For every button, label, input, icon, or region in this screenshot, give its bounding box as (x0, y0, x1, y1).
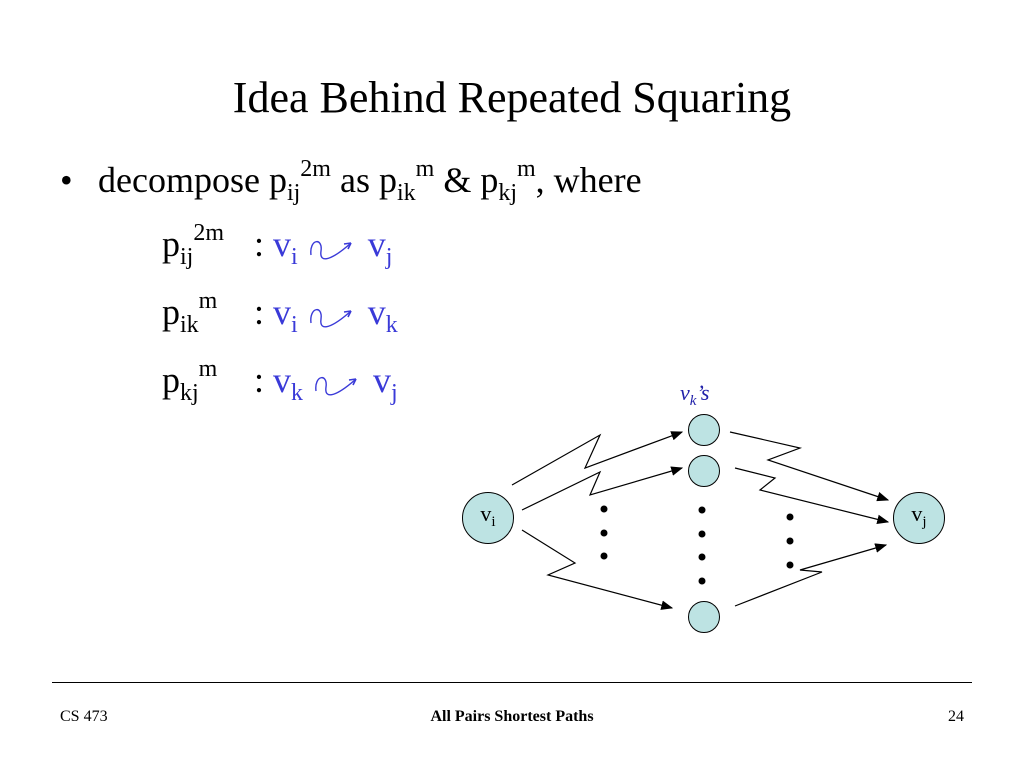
definition-pik: pikm: vi vk (162, 288, 398, 337)
path-squiggle-arrow-icon (315, 376, 357, 396)
ellipsis-dot (786, 513, 794, 521)
def-colon: : (254, 292, 265, 332)
def-colon: : (254, 224, 265, 264)
slide-title: Idea Behind Repeated Squaring (232, 73, 792, 122)
def-colon: : (254, 360, 265, 400)
bullet-sup-m2: m (517, 156, 536, 182)
path-squiggle-arrow-icon (309, 240, 352, 260)
edge-top-to-vj (729, 431, 890, 502)
definition-pij: pij2m: vi vj (162, 220, 392, 269)
node-vi: vi (462, 492, 514, 544)
edge-vi-to-top (511, 431, 684, 486)
footer-rule (52, 682, 972, 683)
ellipsis-dot (698, 577, 706, 585)
def-to-v: v (367, 292, 386, 332)
footer-topic: All Pairs Shortest Paths (430, 708, 594, 725)
bullet-text-4: , where (535, 160, 642, 200)
def-p-letter: p (162, 224, 180, 264)
def-from-v: v (273, 292, 292, 332)
def-to-sub: j (385, 244, 393, 270)
intermediate-node (688, 455, 720, 487)
ellipsis-dot (786, 537, 794, 545)
ellipsis-dot (600, 552, 608, 560)
bullet-sub-ik: ik (396, 180, 416, 206)
edge-second-to-vj (734, 467, 890, 525)
bullet-glyph: • (60, 160, 73, 200)
def-p-sub: kj (180, 380, 199, 406)
node-vj: vj (893, 492, 945, 544)
intermediate-node (688, 601, 720, 633)
bullet-text-1: decompose p (98, 160, 287, 200)
bullet-sup-m: m (415, 156, 435, 182)
bullet-line: •decompose pij2m as pikm & pkjm, where (60, 156, 642, 205)
ellipsis-dot (698, 506, 706, 514)
definition-pkj: pkjm: vk vj (162, 356, 398, 405)
def-p-letter: p (162, 360, 180, 400)
def-from-sub: i (291, 244, 298, 270)
def-p-sup: m (198, 288, 218, 314)
def-to-v: v (367, 224, 386, 264)
def-from-v: v (273, 360, 292, 400)
def-from-sub: k (291, 380, 304, 406)
edge-vi-to-bottom (521, 529, 674, 610)
intermediate-node (688, 414, 720, 446)
ellipsis-dot (698, 530, 706, 538)
def-from-v: v (273, 224, 292, 264)
ellipsis-dot (698, 553, 706, 561)
ellipsis-dot (600, 529, 608, 537)
def-from-sub: i (291, 312, 298, 338)
def-p-sub: ik (180, 312, 199, 338)
bullet-text-2: as p (330, 160, 397, 200)
bullet-text-3: & p (434, 160, 499, 200)
def-p-letter: p (162, 292, 180, 332)
vk-set-label: vk’s (680, 380, 710, 409)
bullet-sub-kj: kj (498, 180, 517, 206)
def-p-sup: 2m (193, 220, 225, 246)
footer-course: CS 473 (60, 708, 108, 725)
ellipsis-dot (786, 561, 794, 569)
def-p-sub: ij (180, 244, 194, 270)
bullet-sub-ij: ij (286, 180, 301, 206)
def-to-sub: k (385, 312, 398, 338)
path-squiggle-arrow-icon (309, 308, 352, 328)
footer-page-number: 24 (948, 708, 964, 725)
def-p-sup: m (198, 356, 218, 382)
edge-vi-to-second (521, 466, 684, 511)
ellipsis-dot (600, 505, 608, 513)
def-to-sub: j (391, 380, 398, 406)
bullet-sup-2m: 2m (300, 156, 331, 182)
def-to-v: v (373, 360, 392, 400)
edge-bottom-to-vj (734, 543, 888, 607)
